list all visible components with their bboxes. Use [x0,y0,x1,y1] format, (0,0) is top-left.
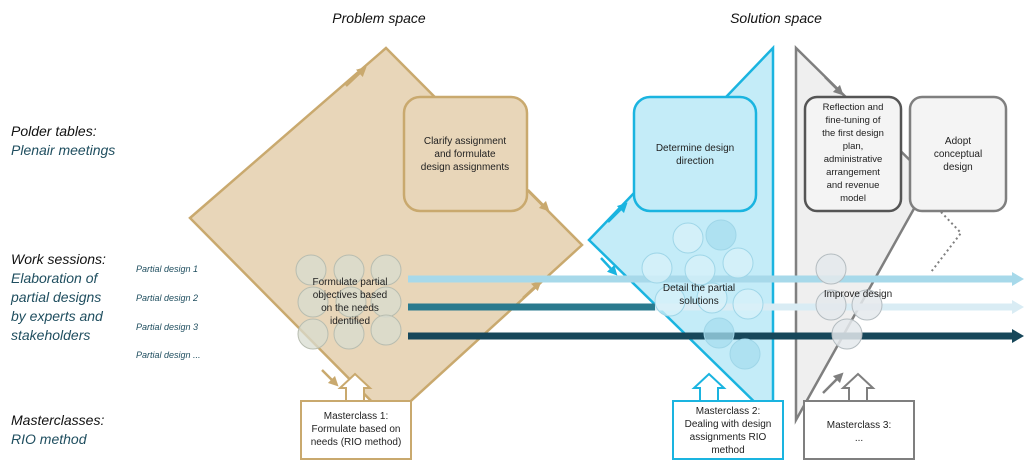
masterclass-2-box [672,400,784,460]
detail-line-1: Detail the partial [663,283,735,294]
diamond-arrow-top [345,66,367,87]
tan-circle [297,318,329,350]
blue-circle [729,338,761,370]
blue-arrow-bottom [600,257,618,276]
grey-arrow-bottom [822,372,844,394]
row-polder-subtitle: Plenair meetings [11,142,115,158]
blue-circle [722,247,754,279]
blue-circle [696,282,728,314]
diamond-arrow-right [527,189,550,212]
grey-circle [831,318,863,350]
clarify-line-2: and formulate [434,149,496,160]
row-work-title: Work sessions: [11,251,106,267]
mc3-line-1: Masterclass 3: [827,420,891,431]
row-work-line-4: stakeholders [11,327,90,343]
mc2-callout-arrow [691,372,727,403]
grey-circle-group [815,253,883,350]
partial-design-label-4: Partial design ... [136,350,201,360]
adopt-line-2: conceptual [934,149,982,160]
reflection-line-4: plan, [843,141,864,152]
row-master-title: Masterclasses: [11,412,104,428]
determine-line-1: Determine design [656,143,734,154]
partial-design-label-3: Partial design 3 [136,322,198,332]
determine-direction-box [632,95,758,213]
formulate-line-1: Formulate partial [312,277,387,288]
reflection-line-6: arrangement [826,167,880,178]
reflection-line-2: fine-tuning of [826,115,881,126]
mc2-line-3: assignments RIO [690,432,767,443]
grey-circle [815,253,847,285]
formulate-line-2: objectives based [313,290,388,301]
partial-design-label-2: Partial design 2 [136,293,198,303]
row-polder-title: Polder tables: [11,123,97,139]
blue-circle [705,219,737,251]
grey-arrow-top [824,76,844,96]
flow-line-1-arrowhead [1012,272,1024,286]
adopt-design-box [908,95,1008,213]
header-solution-space: Solution space [730,10,822,26]
reflection-line-1: Reflection and [823,102,884,113]
tan-circle [335,286,367,318]
blue-circle [703,317,735,349]
tan-circle [333,254,365,286]
mc1-callout-arrow [337,372,373,403]
blue-circle [732,288,764,320]
row-work-line-2: partial designs [10,289,101,305]
mc2-line-2: Dealing with design [685,419,772,430]
masterclass-1-box [300,400,412,460]
improve-design-label: Improve design [824,289,892,300]
mc1-line-2: Formulate based on [312,424,401,435]
grey-circle [851,289,883,321]
diamond-arrow-inner [522,280,542,299]
formulate-line-4: identified [330,316,370,327]
blue-circle-group [641,219,764,370]
clarify-line-1: Clarify assignment [424,136,506,147]
mc3-line-2: ... [855,433,863,444]
formulate-line-3: on the needs [321,303,379,314]
reflection-box [803,95,903,213]
detail-line-2: solutions [679,296,718,307]
row-master-subtitle: RIO method [11,431,88,447]
blue-circle [641,252,673,284]
mc1-line-3: needs (RIO method) [311,437,402,448]
clarify-line-3: design assignments [421,162,509,173]
blue-circle [684,254,716,286]
tan-circle-group [295,254,402,350]
tan-circle [297,286,329,318]
partial-design-label-1: Partial design 1 [136,264,198,274]
blue-circle [654,285,686,317]
determine-line-2: direction [676,156,714,167]
adopt-line-3: design [943,162,972,173]
clarify-assignment-box [402,95,529,213]
grey-dotted-connector [930,211,963,273]
row-work-line-1: Elaboration of [11,270,100,286]
blue-arrow-top [607,202,628,223]
adopt-line-1: Adopt [945,136,971,147]
mc3-callout-arrow [840,372,876,403]
tan-circle [333,318,365,350]
row-work-line-3: by experts and [11,308,104,324]
tan-circle [370,314,402,346]
masterclass-3-box [803,400,915,460]
mc2-line-1: Masterclass 2: [696,406,760,417]
flow-line-2-arrowhead [1012,300,1024,314]
reflection-line-3: the first design [822,128,884,139]
mc2-line-4: method [711,445,744,456]
reflection-line-5: administrative [824,154,883,165]
reflection-line-7: and revenue [827,180,880,191]
tan-circle [295,254,327,286]
blue-circle [672,222,704,254]
flow-line-3-arrowhead [1012,329,1024,343]
header-problem-space: Problem space [332,10,426,26]
diamond-arrow-bottom [321,369,339,387]
reflection-line-8: model [840,193,866,204]
grey-circle [815,289,847,321]
tan-circle [370,254,402,286]
mc1-line-1: Masterclass 1: [324,411,388,422]
